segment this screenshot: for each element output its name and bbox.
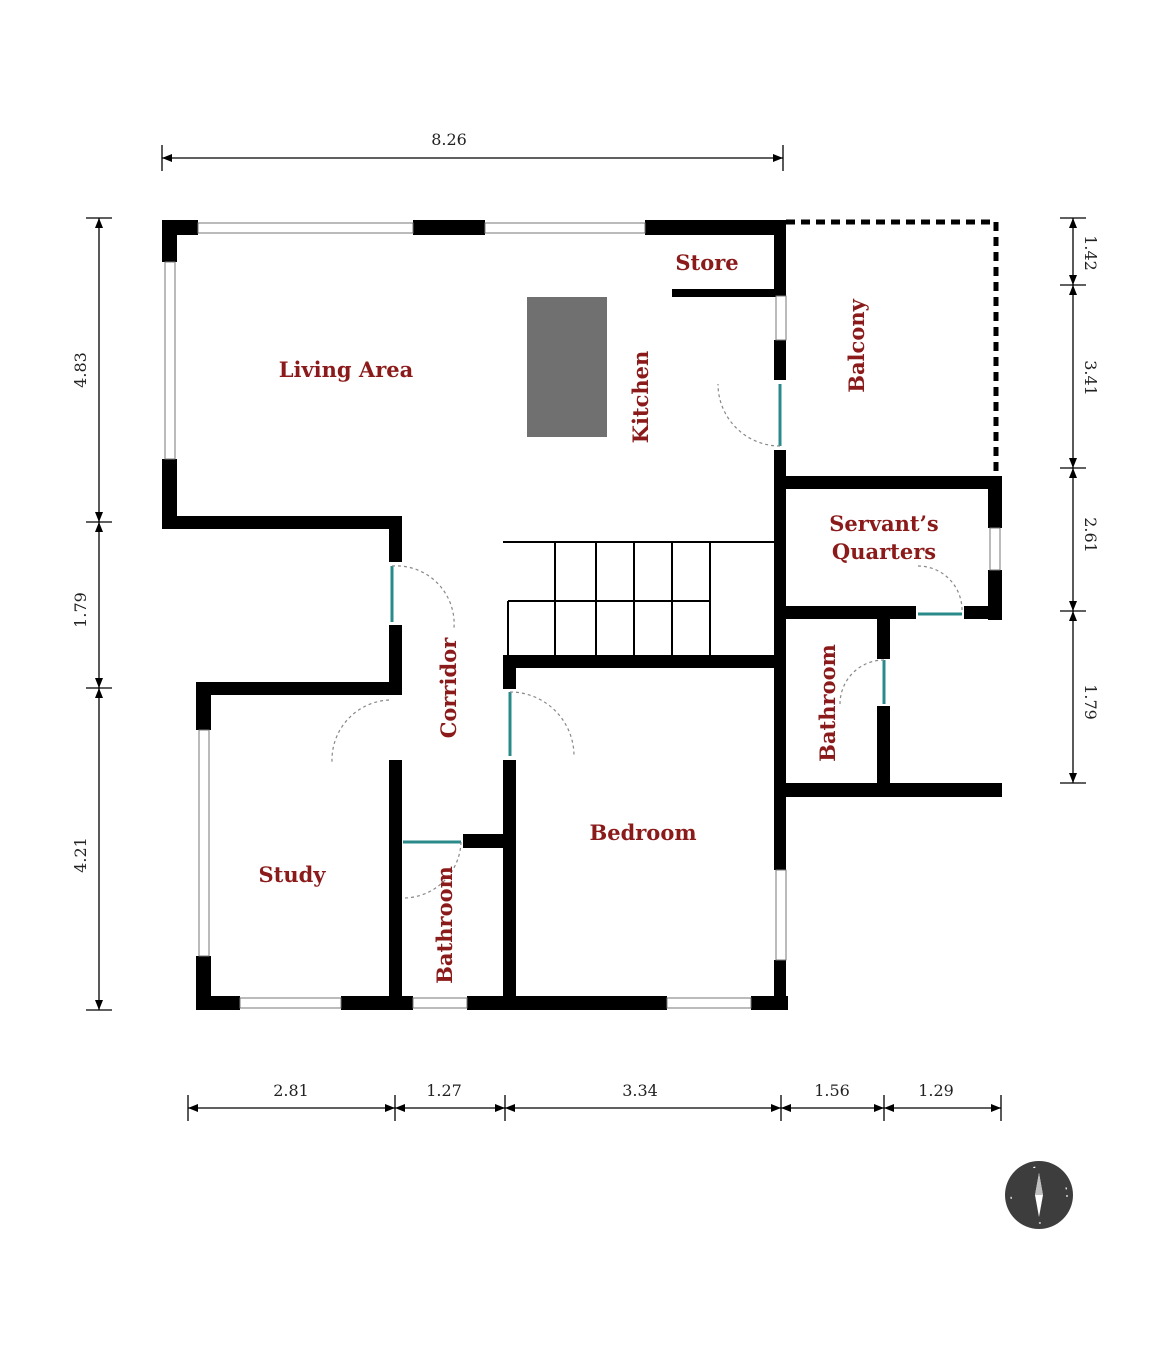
- room-label-bathroom-right: Bathroom: [815, 644, 840, 762]
- dimension-bottom-1: 2.81: [273, 1081, 309, 1100]
- room-label-corridor: Corridor: [436, 637, 461, 739]
- dimension-bottom-4: 1.56: [814, 1081, 850, 1100]
- windows: [164, 222, 1001, 1009]
- dimension-right-2: 3.41: [1081, 360, 1100, 396]
- compass-icon: [1005, 1161, 1073, 1229]
- dimension-right-1: 1.42: [1081, 235, 1100, 271]
- room-label-bedroom: Bedroom: [589, 820, 696, 845]
- room-label-store: Store: [675, 250, 738, 275]
- staircase: [503, 541, 774, 655]
- room-label-balcony: Balcony: [844, 298, 869, 392]
- room-label-servants-quarters-line2: Quarters: [832, 539, 936, 564]
- dimension-left-3: 4.21: [71, 837, 90, 873]
- room-label-kitchen: Kitchen: [628, 351, 653, 444]
- walls: [162, 220, 1002, 1010]
- dimension-right-4: 1.79: [1081, 684, 1100, 720]
- dimension-left-2: 1.79: [71, 592, 90, 628]
- dimension-bottom-3: 3.34: [622, 1081, 658, 1100]
- dimension-top: 8.26: [431, 130, 467, 149]
- dimension-bottom-5: 1.29: [918, 1081, 954, 1100]
- room-label-bathroom-left: Bathroom: [432, 866, 457, 984]
- room-label-servants-quarters-line1: Servant’s: [829, 511, 939, 536]
- dimension-right-3: 2.61: [1081, 517, 1100, 553]
- dimension-lines: [86, 145, 1086, 1121]
- room-label-living-area: Living Area: [279, 357, 414, 382]
- dimension-bottom-2: 1.27: [426, 1081, 462, 1100]
- balcony-railing: [786, 219, 999, 476]
- kitchen-island: [527, 297, 607, 437]
- room-label-study: Study: [258, 862, 326, 887]
- dimension-left-1: 4.83: [71, 352, 90, 388]
- doors: [331, 383, 963, 899]
